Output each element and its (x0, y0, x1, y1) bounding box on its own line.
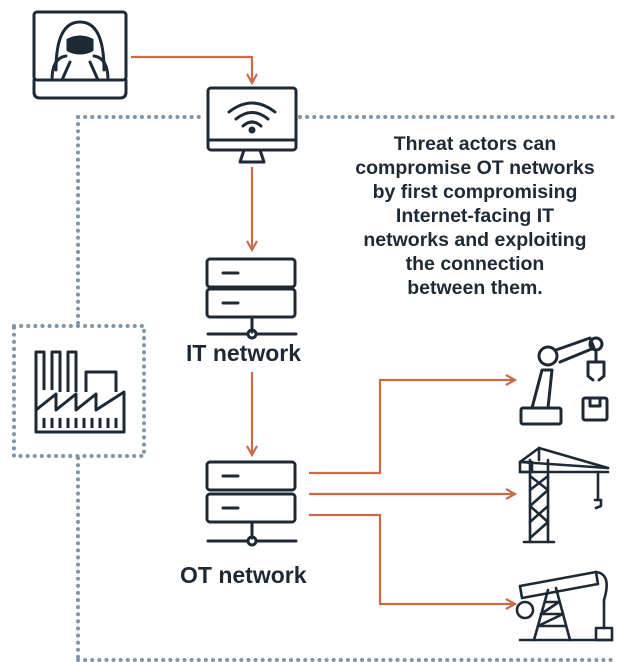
caption-line: by first compromising (372, 181, 578, 203)
caption-line: Internet-facing IT (395, 205, 555, 227)
caption-line: between them. (407, 277, 543, 299)
factory-icon (12, 324, 146, 458)
oil-pumpjack-icon (515, 570, 614, 642)
hacker-at-computer-icon (32, 10, 128, 100)
it-server-icon (205, 257, 298, 340)
caption-line: compromise OT networks (355, 157, 595, 179)
it-network-label: IT network (186, 340, 302, 366)
wifi-monitor-icon (206, 86, 298, 164)
ot-server-icon (205, 460, 298, 547)
ot-network-label: OT network (180, 562, 307, 588)
attack-arrows (131, 55, 515, 604)
caption-line: networks and exploiting (363, 229, 587, 251)
caption-line: Threat actors can (393, 133, 557, 155)
arrow-ot-to-pumpjack (309, 513, 515, 604)
arrow-actor-to-gateway (131, 55, 252, 83)
diagram-caption: Threat actors can compromise OT networks… (330, 132, 619, 300)
caption-line: the connection (405, 253, 545, 275)
robotic-arm-icon (519, 336, 609, 426)
arrow-ot-to-robot (309, 380, 515, 475)
network-boundary (76, 115, 619, 662)
tower-crane-icon (518, 446, 610, 544)
